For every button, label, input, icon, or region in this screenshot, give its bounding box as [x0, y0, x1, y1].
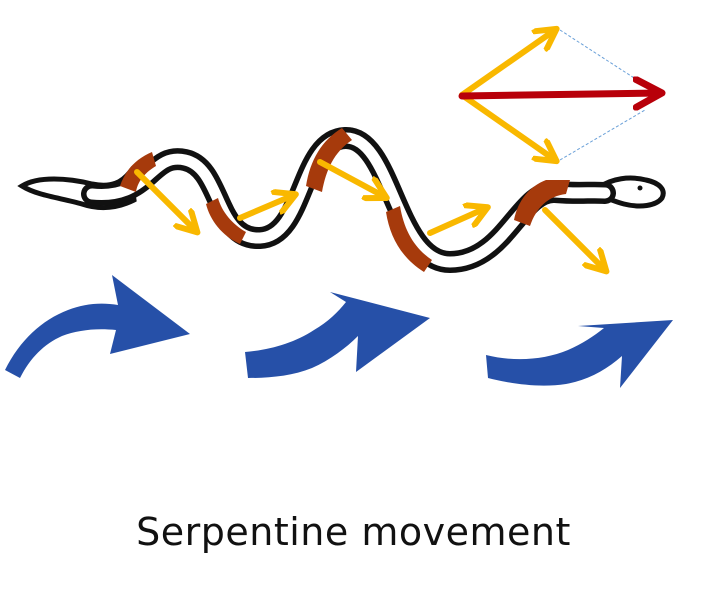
- snake-body-icon: [17, 127, 666, 273]
- motion-arrows: [5, 275, 673, 388]
- construction-line: [559, 29, 646, 86]
- arrow-icon: [459, 30, 555, 98]
- arrow-icon: [542, 207, 605, 270]
- curved-arrow-icon: [245, 292, 430, 378]
- curved-arrow-icon: [486, 320, 673, 388]
- caption: Serpentine movement: [136, 510, 571, 554]
- force-arrows: [134, 159, 605, 270]
- contact-patch-icon: [514, 180, 570, 226]
- arrow-icon: [317, 159, 385, 197]
- contact-patch-icon: [386, 206, 432, 272]
- vector-diagram: [458, 29, 660, 161]
- arrow-icon: [427, 208, 486, 236]
- resultant-arrow-icon: [458, 93, 660, 96]
- contact-patch-icon: [306, 128, 352, 192]
- arrow-icon: [237, 195, 294, 221]
- arrow-icon: [459, 92, 555, 160]
- snake-eye: [637, 185, 643, 191]
- arrow-icon: [134, 169, 196, 231]
- contact-patches: [120, 128, 570, 272]
- construction-line: [559, 109, 646, 161]
- contact-patch-icon: [206, 198, 246, 244]
- curved-arrow-icon: [5, 275, 190, 378]
